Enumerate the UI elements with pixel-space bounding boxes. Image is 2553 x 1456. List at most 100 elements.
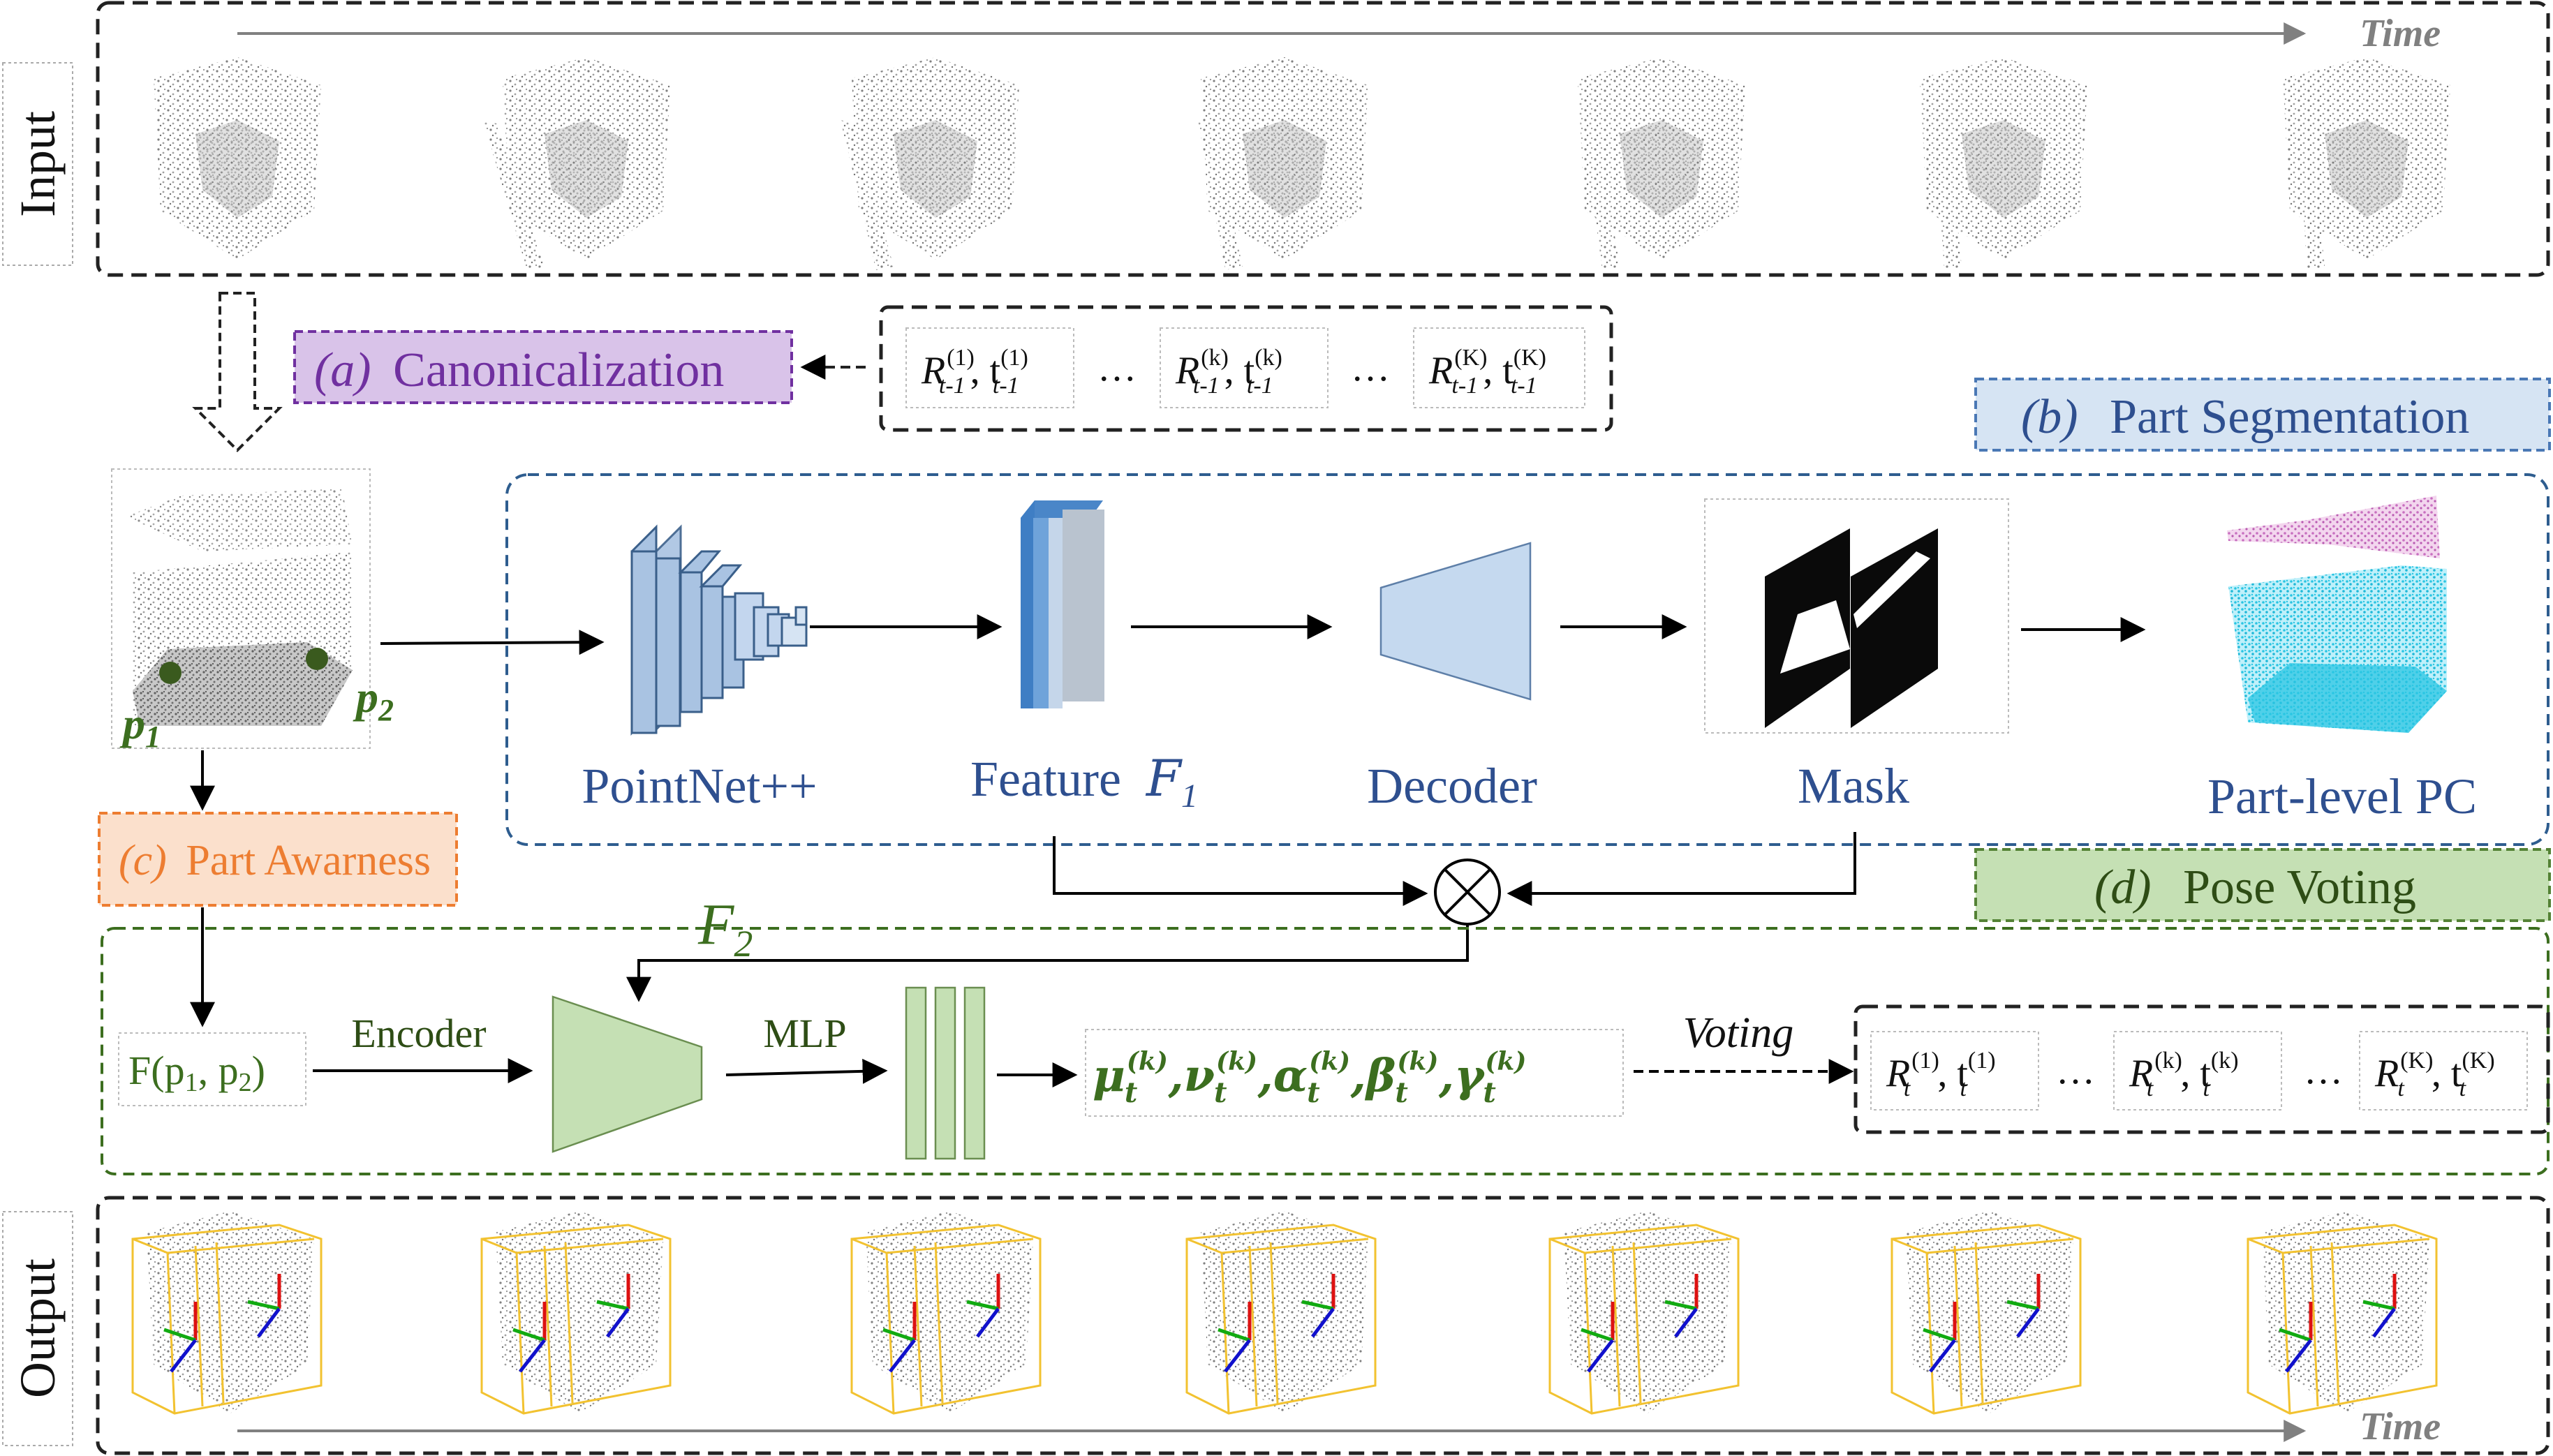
svg-text:R(K)t, t(K)t: R(K)t, t(K)t bbox=[2374, 1048, 2495, 1101]
pose-axes-icon bbox=[1581, 1274, 1699, 1373]
b-letter: (b) bbox=[2021, 390, 2078, 444]
f-func-sub1: 1 bbox=[185, 1068, 198, 1097]
part-segmentation-section: (b) Part Segmentation p1 p2 bbox=[111, 378, 2551, 846]
svg-text:R(k)t, t(k)t: R(k)t, t(k)t bbox=[2129, 1048, 2239, 1101]
input-frame bbox=[96, 1, 2550, 277]
decoder-label: Decoder bbox=[1367, 758, 1537, 814]
bounding-box bbox=[1890, 1224, 2082, 1415]
input-point-cloud bbox=[1198, 57, 1368, 270]
mask-image bbox=[1765, 528, 1938, 728]
svg-text:R(1)t, t(1)t: R(1)t, t(1)t bbox=[1886, 1048, 1996, 1101]
awareness-box bbox=[98, 812, 458, 907]
output-point-cloud bbox=[1890, 1211, 2082, 1415]
input-point-cloud bbox=[1578, 57, 1745, 270]
d-title: Pose Voting bbox=[2183, 861, 2416, 914]
input-point-cloud bbox=[2283, 57, 2450, 270]
decoder-shape bbox=[1379, 542, 1532, 701]
time-label-top: Time bbox=[2360, 12, 2441, 55]
params-box bbox=[1085, 1029, 1624, 1117]
output-frame bbox=[96, 1196, 2550, 1455]
svg-text:F(p1, p2): F(p1, p2) bbox=[128, 1048, 265, 1097]
awareness-title: Part Awarness bbox=[186, 837, 431, 884]
pose-axes-icon bbox=[1923, 1274, 2041, 1373]
p2-label: p bbox=[353, 672, 378, 722]
svg-text:p1: p1 bbox=[119, 699, 161, 754]
svg-text:p2: p2 bbox=[353, 672, 394, 727]
b-title: Part Segmentation bbox=[2110, 390, 2469, 444]
partpc-label: Part-level PC bbox=[2207, 768, 2477, 824]
encoder-label: Encoder bbox=[351, 1011, 486, 1056]
svg-text:μ(k)t,ν(k)t,α(k)t,β(k)t,γ(k)t: μ(k)t,ν(k)t,α(k)t,β(k)t,γ(k)t bbox=[1093, 1047, 1526, 1109]
svg-text:(b) Part Segmentation: (b) Part Segmentation bbox=[2021, 390, 2469, 444]
multiply-to-encoder-line bbox=[626, 925, 1469, 1002]
awareness-letter: (c) bbox=[119, 837, 167, 884]
canonicalization-box bbox=[293, 330, 793, 404]
svg-text:R(k)t-1, t(k)t-1: R(k)t-1, t(k)t-1 bbox=[1175, 345, 1282, 399]
p1-marker bbox=[159, 662, 182, 684]
part-awareness-section: (c) Part Awarness bbox=[98, 750, 458, 1027]
b-title-box bbox=[1974, 378, 2551, 452]
pose-axes-icon bbox=[163, 1274, 281, 1373]
svg-text:(d) Pose Voting: (d) Pose Voting bbox=[2094, 861, 2416, 914]
pose-axes-icon bbox=[2279, 1274, 2397, 1373]
feature-block-icon bbox=[1021, 500, 1104, 708]
cur-pose-K: R(K)t, t(K)t bbox=[2359, 1031, 2528, 1110]
input-point-cloud bbox=[841, 57, 1019, 270]
ellipsis: … bbox=[2304, 1049, 2343, 1092]
pose-axes-icon bbox=[882, 1274, 1000, 1373]
canonicalization-letter: (a) bbox=[314, 343, 371, 397]
feature-symbol: F bbox=[1145, 749, 1183, 808]
p1-label: p bbox=[119, 699, 145, 748]
output-point-cloud bbox=[131, 1211, 323, 1415]
output-point-cloud bbox=[1548, 1211, 1740, 1415]
svg-text:(a) Canonicalization: (a) Canonicalization bbox=[314, 343, 724, 397]
bounding-box bbox=[480, 1224, 672, 1415]
f-func-sub2: 2 bbox=[239, 1068, 252, 1097]
d-title-box bbox=[1974, 848, 2551, 922]
prev-pose-1: R(1)t-1, t(1)t-1 bbox=[905, 327, 1074, 408]
pose-parameters: μ(k)t,ν(k)t,α(k)t,β(k)t,γ(k)t bbox=[1093, 1047, 1526, 1109]
pose-axes-icon bbox=[1218, 1274, 1335, 1373]
output-point-cloud bbox=[480, 1211, 672, 1415]
ellipsis: … bbox=[2056, 1049, 2095, 1092]
param-symbol: γ bbox=[1454, 1050, 1486, 1102]
mlp-icon bbox=[905, 986, 986, 1160]
cur-poses-frame bbox=[1853, 1004, 2550, 1134]
mask-label: Mask bbox=[1798, 758, 1909, 814]
svg-text:Feature F1: Feature F1 bbox=[970, 749, 1198, 815]
encoder-to-mlp-arrow bbox=[725, 1058, 888, 1084]
input-label: Input bbox=[10, 111, 66, 217]
feature-to-multiply-line bbox=[1053, 836, 1428, 906]
canonical-point-cloud bbox=[126, 489, 353, 726]
canonicalization-title: Canonicalization bbox=[393, 343, 724, 397]
ellipsis: … bbox=[1351, 346, 1390, 389]
to-pointnet-arrow bbox=[380, 630, 605, 655]
bounding-box bbox=[131, 1224, 323, 1415]
bounding-box bbox=[850, 1224, 1042, 1415]
output-point-cloud bbox=[2247, 1211, 2438, 1415]
prev-pose-k: R(k)t-1, t(k)t-1 bbox=[1160, 327, 1329, 408]
pose-axes-icon bbox=[512, 1274, 630, 1373]
prev-pose-K: R(K)t-1, t(K)t-1 bbox=[1413, 327, 1585, 408]
p2-sub: 2 bbox=[378, 693, 394, 727]
p2-marker bbox=[306, 648, 328, 670]
feature-sub: 1 bbox=[1181, 778, 1198, 815]
svg-text:R(K)t-1, t(K)t-1: R(K)t-1, t(K)t-1 bbox=[1428, 345, 1546, 399]
f-func: F(p bbox=[128, 1048, 185, 1093]
feature-fusion: F2 bbox=[626, 832, 1856, 1002]
output-point-cloud bbox=[850, 1211, 1042, 1415]
input-point-cloud bbox=[154, 57, 321, 260]
voting-label: Voting bbox=[1683, 1009, 1793, 1057]
svg-text:R(1)t-1, t(1)t-1: R(1)t-1, t(1)t-1 bbox=[921, 345, 1028, 399]
mlp-label: MLP bbox=[763, 1011, 846, 1056]
param-symbol: α bbox=[1273, 1050, 1308, 1102]
segmentation-frame bbox=[505, 473, 2550, 846]
time-label-bottom: Time bbox=[2360, 1405, 2441, 1448]
f-func-box bbox=[118, 1032, 306, 1106]
svg-text:(c) Part Awarness: (c) Part Awarness bbox=[119, 837, 431, 884]
cur-pose-k: R(k)t, t(k)t bbox=[2113, 1031, 2282, 1110]
part-level-point-cloud bbox=[2227, 496, 2447, 733]
prev-poses-frame bbox=[879, 305, 1613, 432]
param-symbol: ν bbox=[1184, 1050, 1215, 1102]
mask-to-multiply-line bbox=[1507, 832, 1856, 906]
